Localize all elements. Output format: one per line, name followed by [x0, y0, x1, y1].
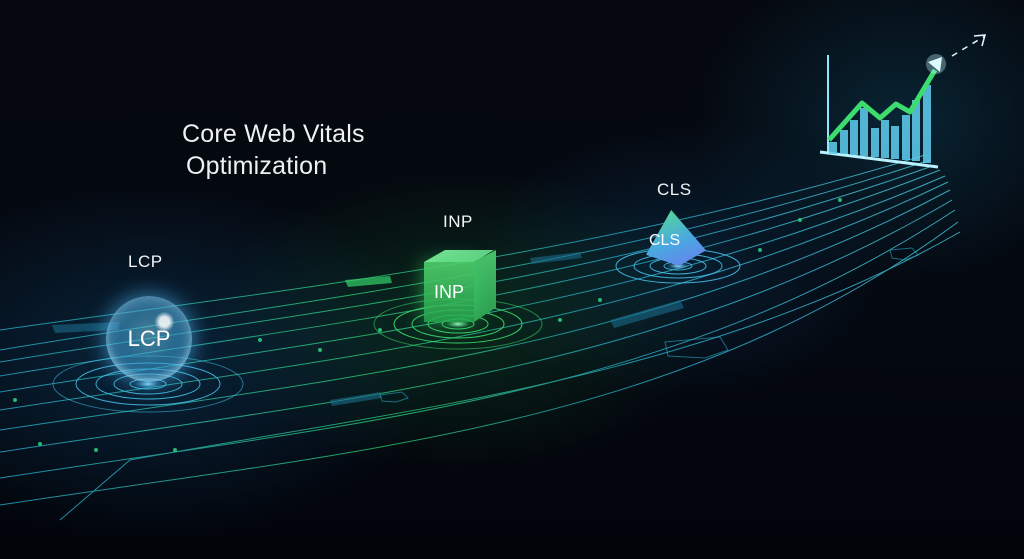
- inp-cube-icon: INP: [424, 262, 474, 322]
- cls-inner-label: CLS: [649, 232, 681, 249]
- lcp-sphere-icon: LCP: [106, 296, 192, 382]
- bar-chart-trend-up-icon: [819, 34, 987, 169]
- lcp-inner-label: LCP: [127, 326, 171, 351]
- inp-label: INP: [443, 212, 473, 231]
- inp-cube-side: [474, 250, 496, 322]
- title-line-2: Optimization: [186, 152, 328, 180]
- inp-cube-top: [424, 250, 494, 262]
- title-line-1: Core Web Vitals: [182, 120, 365, 148]
- lcp-label: LCP: [128, 252, 163, 271]
- cls-label: CLS: [657, 180, 692, 199]
- inp-inner-label: INP: [433, 281, 464, 302]
- page-title: Core Web Vitals Optimization: [182, 118, 365, 182]
